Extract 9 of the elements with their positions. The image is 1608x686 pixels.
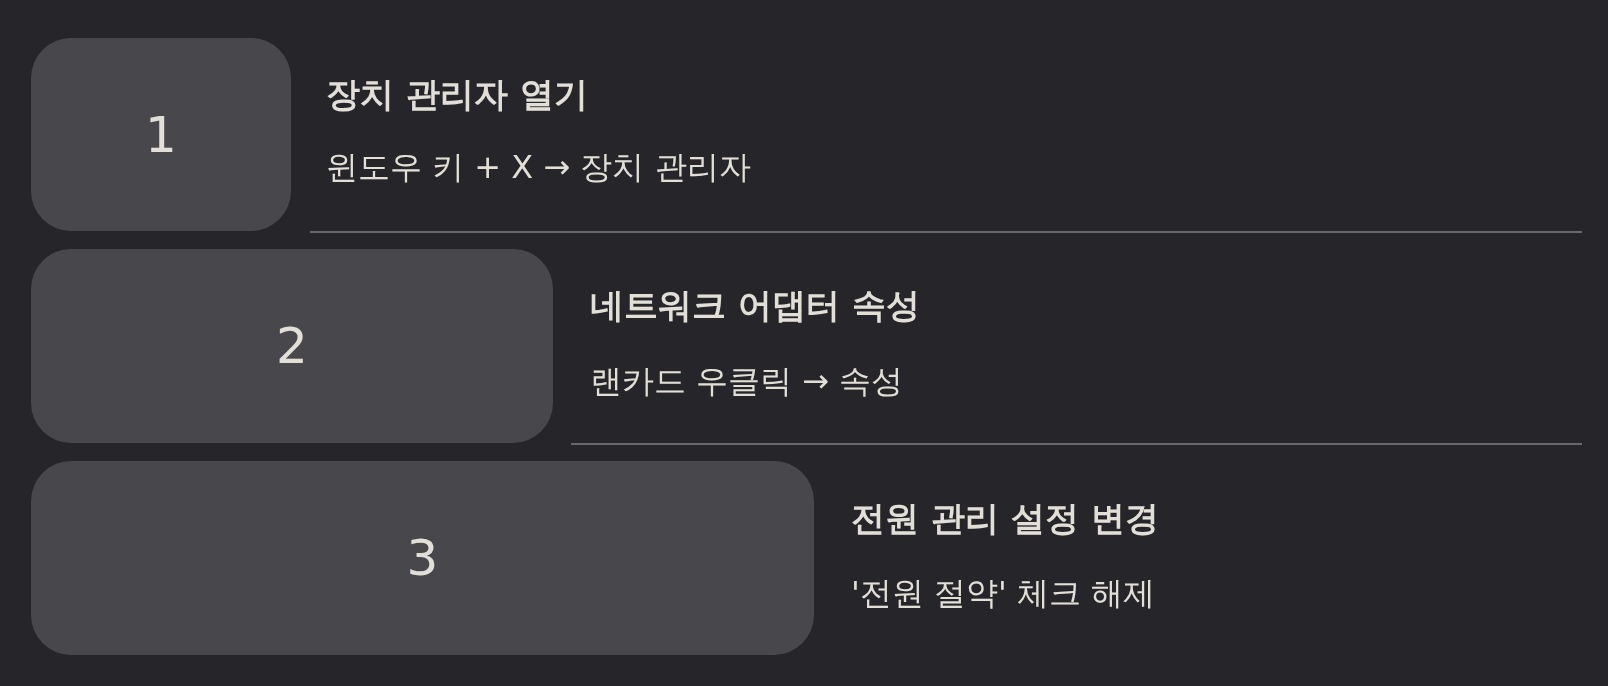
- step-description: 윈도우 키 + X → 장치 관리자: [326, 147, 751, 187]
- step-description: '전원 절약' 체크 해제: [851, 573, 1156, 613]
- step-number: 2: [276, 321, 308, 371]
- step-number: 3: [406, 533, 439, 583]
- step-number: 1: [145, 109, 177, 160]
- step-title: 전원 관리 설정 변경: [851, 497, 1159, 539]
- step-title: 네트워크 어댑터 속성: [590, 284, 920, 326]
- step-description: 랜카드 우클릭 → 속성: [590, 361, 904, 401]
- step-title: 장치 관리자 열기: [326, 73, 588, 115]
